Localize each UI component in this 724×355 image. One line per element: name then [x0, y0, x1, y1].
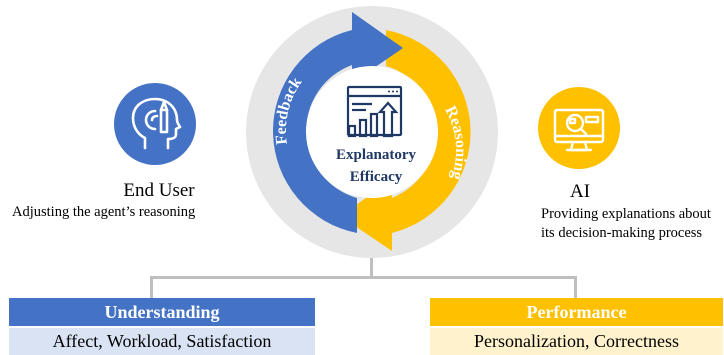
ai-description-line2: its decision-making process: [541, 225, 703, 241]
ai-icon-circle: [538, 87, 620, 169]
connector-vertical: [370, 253, 373, 278]
performance-header: Performance: [430, 298, 723, 326]
center-title-line2: Efficacy: [350, 169, 403, 185]
connector-horizontal: [150, 276, 577, 279]
explanatory-efficacy-cycle: Explanatory Efficacy Feedback Reasoning: [246, 6, 498, 258]
understanding-header: Understanding: [9, 298, 315, 326]
connector-right-drop: [574, 276, 577, 298]
head-with-pencil-icon: [131, 97, 182, 150]
growth-chart-icon: [346, 85, 403, 138]
window-dots-icon: [388, 90, 398, 93]
end-user-description: Adjusting the agent’s reasoning: [12, 204, 196, 220]
monitor-magnifier-icon: [553, 108, 605, 152]
connector-left-drop: [150, 276, 153, 298]
ai-title: AI: [569, 181, 591, 202]
end-user-title: End User: [123, 180, 195, 201]
ai-description-line1: Providing explanations about: [541, 206, 711, 222]
center-title-line1: Explanatory: [336, 147, 417, 163]
end-user-icon-circle: [114, 83, 196, 165]
performance-items: Personalization, Correctness: [430, 328, 723, 355]
understanding-items: Affect, Workload, Satisfaction: [9, 328, 315, 355]
